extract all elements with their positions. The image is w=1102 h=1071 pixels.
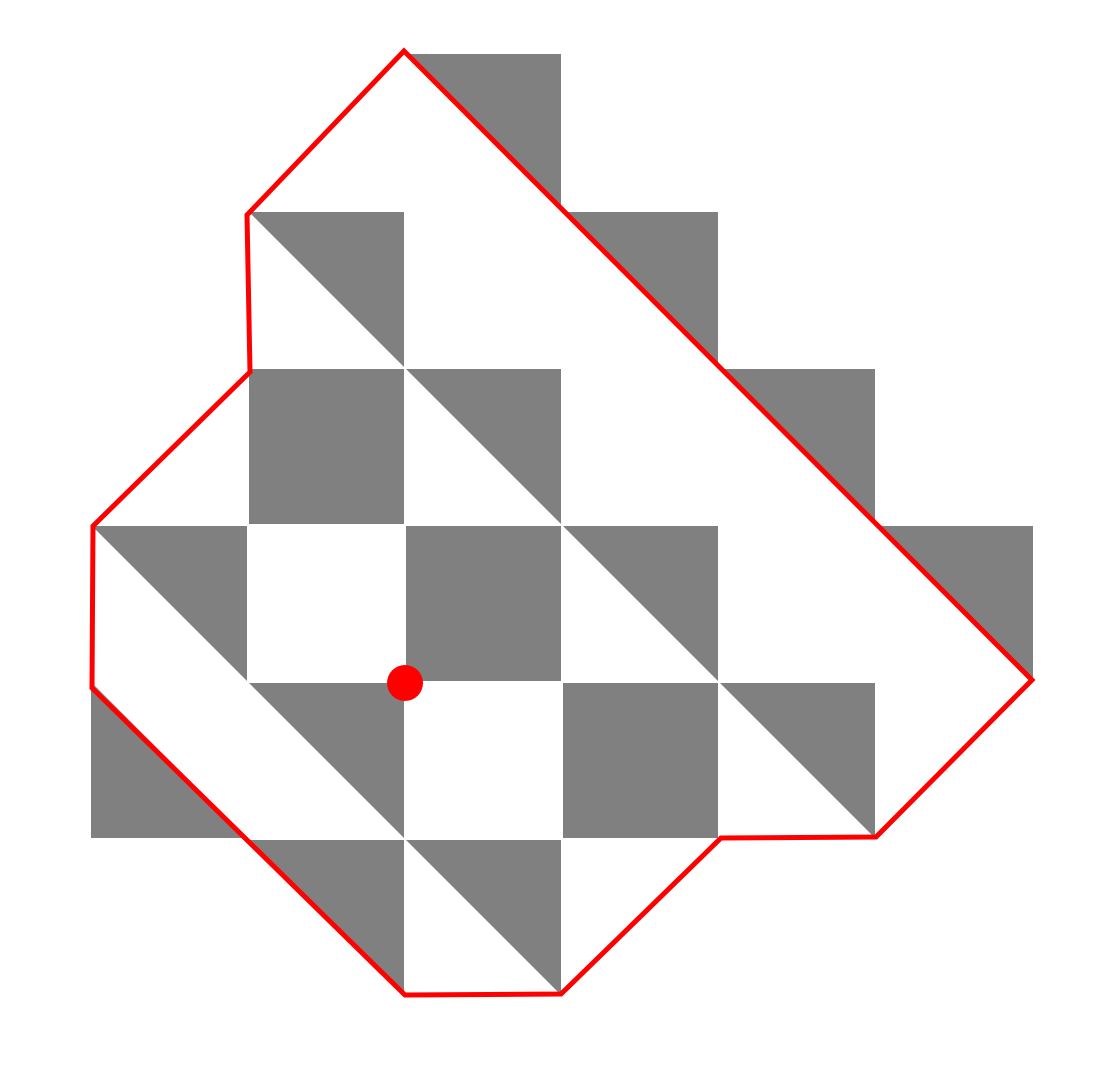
region-outline: [89, 47, 1036, 998]
shaded-triangle-tile: [562, 525, 719, 682]
marked-point: [387, 665, 423, 701]
shaded-square-tile: [248, 368, 405, 525]
shaded-square-tile: [562, 682, 719, 839]
shaded-triangle-tile: [248, 682, 405, 839]
shaded-triangle-tile: [719, 682, 876, 839]
shaded-triangle-tile: [405, 839, 562, 996]
shaded-triangle-tile: [248, 211, 405, 368]
shaded-square-tile: [405, 525, 562, 682]
shaded-triangle-tile: [405, 368, 562, 525]
shaded-triangle-tile: [91, 525, 248, 682]
